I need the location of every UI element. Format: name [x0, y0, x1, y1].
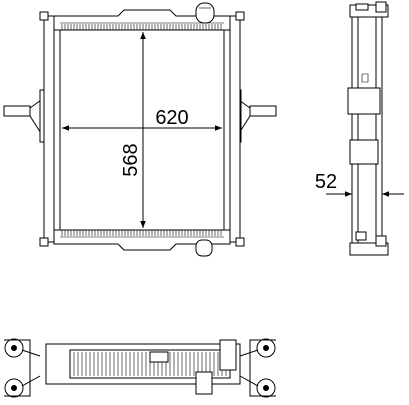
depth-dimension-value: 52	[315, 171, 337, 193]
corner-foot-tr	[235, 11, 245, 21]
left-mount-bracket	[3, 89, 49, 143]
width-dimension-value: 620	[155, 107, 188, 129]
side-view: 52	[315, 1, 404, 256]
bottom-tank	[53, 229, 231, 251]
top-view-cap	[149, 351, 169, 363]
corner-foot-bl	[39, 237, 49, 247]
radiator-core	[59, 29, 225, 231]
top-tank	[53, 9, 231, 31]
corner-foot-tl	[39, 11, 49, 21]
front-view: 620 568	[3, 2, 277, 257]
right-mount-eyes	[239, 338, 276, 398]
filler-cap	[195, 2, 215, 24]
side-mount-plate-lower	[349, 139, 379, 165]
right-side-rail	[229, 15, 241, 243]
height-dimension: 568	[120, 32, 146, 228]
side-mount-plate-upper	[347, 87, 381, 115]
depth-dimension: 52	[315, 171, 404, 197]
side-inner-channel	[357, 16, 377, 244]
corner-foot-br	[235, 237, 245, 247]
left-side-rail	[43, 15, 55, 243]
top-view-outlet	[195, 371, 213, 395]
bottom-outlet	[195, 239, 213, 257]
left-mount-eyes	[4, 338, 41, 398]
top-view	[4, 338, 276, 398]
height-dimension-value: 568	[120, 143, 142, 176]
